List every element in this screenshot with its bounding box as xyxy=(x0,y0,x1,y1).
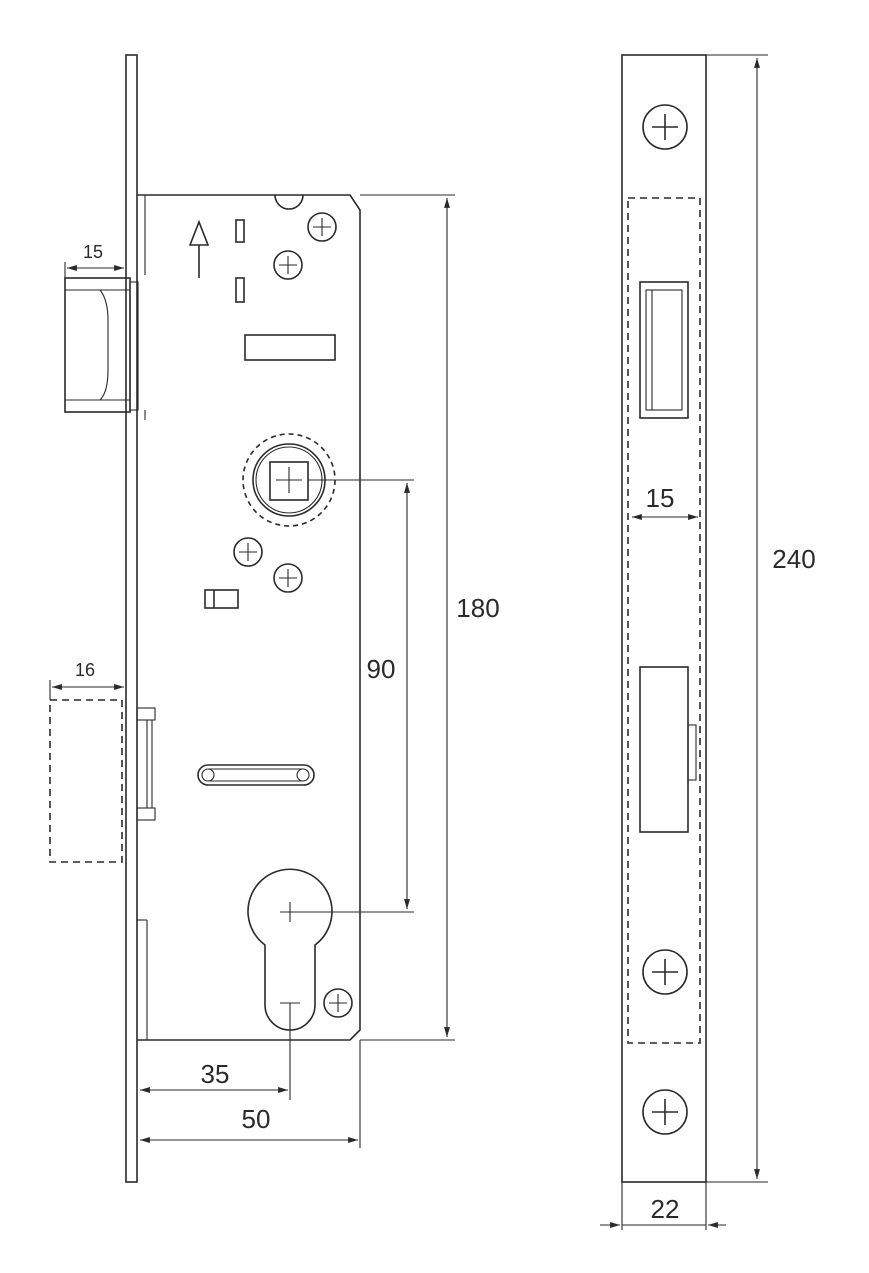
dim-latch-projection: 15 xyxy=(64,242,124,280)
dim-label: 90 xyxy=(367,654,396,684)
screw-icon xyxy=(323,988,353,1018)
lock-body xyxy=(137,194,361,1041)
screw-icon xyxy=(642,949,688,995)
body-outline-hidden xyxy=(627,197,701,1044)
dim-backset: 35 xyxy=(140,1059,288,1093)
latch-opening xyxy=(639,281,689,419)
dim-label: 50 xyxy=(242,1104,271,1134)
faceplate-front xyxy=(621,54,707,1183)
side-view: 15 xyxy=(49,54,500,1183)
deadbolt xyxy=(49,699,156,863)
faceplate-side xyxy=(125,54,138,1183)
slot xyxy=(235,219,245,243)
screw-icon xyxy=(307,212,337,242)
dim-label: 22 xyxy=(651,1194,680,1224)
screw-icon xyxy=(273,250,303,280)
dim-body-depth: 50 xyxy=(140,1040,361,1148)
dim-latch-width: 15 xyxy=(632,483,698,520)
screw-icon xyxy=(233,537,263,567)
dim-label: 16 xyxy=(75,660,95,680)
dim-label: 180 xyxy=(456,593,499,623)
rect-cutout xyxy=(244,334,336,361)
screw-icon xyxy=(642,1089,688,1135)
dim-spindle-to-cylinder: 90 xyxy=(367,483,410,909)
top-notch xyxy=(274,194,304,210)
dim-faceplate-width: 22 xyxy=(600,1182,726,1230)
small-block xyxy=(204,589,239,609)
cylinder-cutout xyxy=(247,868,333,1031)
dim-label: 15 xyxy=(83,242,103,262)
slot xyxy=(235,277,245,303)
arrow-up-icon xyxy=(188,219,210,278)
dim-faceplate-height: 240 xyxy=(706,54,816,1183)
deadbolt-opening xyxy=(639,666,697,833)
front-view: 15 240 22 xyxy=(600,54,816,1230)
slot-horizontal xyxy=(197,764,315,786)
screw-icon xyxy=(273,563,303,593)
dim-body-height: 180 xyxy=(360,194,500,1041)
dim-label: 240 xyxy=(772,544,815,574)
dim-deadbolt-projection: 16 xyxy=(49,660,124,700)
dim-label: 35 xyxy=(201,1059,230,1089)
dim-label: 15 xyxy=(646,483,675,513)
screw-icon xyxy=(642,104,688,150)
latch-bolt xyxy=(64,277,139,413)
